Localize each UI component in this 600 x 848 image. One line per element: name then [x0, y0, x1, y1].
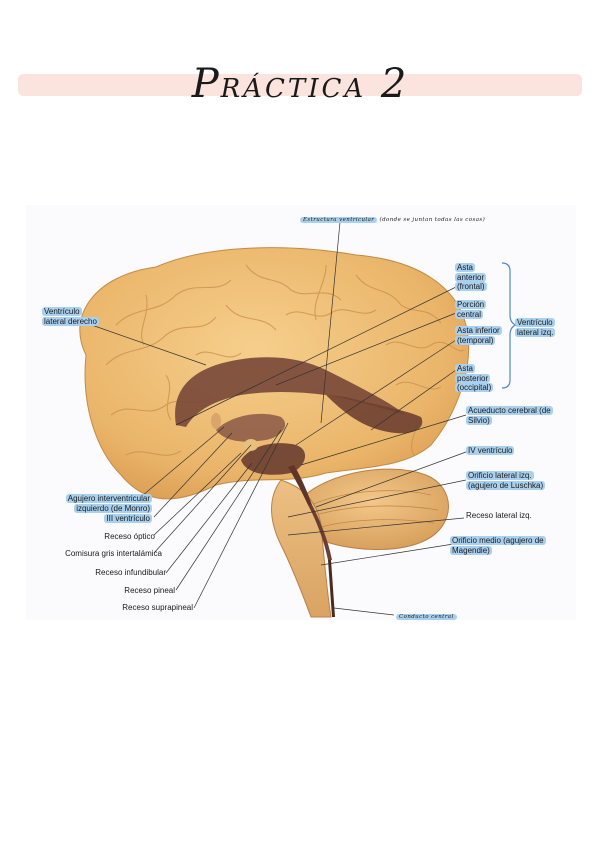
label-acueducto-cerebral: Acueducto cerebral (de Silvio)	[466, 406, 561, 425]
label-estructura-ventricular: Estructura ventricular (donde se juntan …	[300, 214, 485, 226]
label-orificio-medio: Orificio medio (agujero de Magendie)	[450, 536, 560, 555]
label-receso-optico: Receso óptico	[60, 532, 155, 542]
label-receso-infundibular: Receso infundibular	[60, 568, 166, 578]
label-asta-posterior: Asta posterior (occipital)	[455, 364, 501, 393]
label-receso-pineal: Receso pineal	[60, 586, 175, 596]
label-agujero-interventricular: Agujero interventricular izquierdo (de M…	[42, 494, 152, 513]
label-comisura-gris: Comisura gris intertalámica	[40, 549, 162, 559]
label-orificio-lateral: Orificio lateral izq. (agujero de Luschk…	[466, 471, 562, 490]
label-iv-ventriculo: IV ventrículo	[466, 446, 536, 456]
label-asta-inferior: Asta inferior (temporal)	[455, 326, 501, 345]
label-receso-lateral: Receso lateral izq.	[466, 511, 556, 521]
label-porcion-central: Porción central	[455, 300, 499, 319]
label-ventriculo-lateral-derecho: Ventrículo lateral derecho	[42, 307, 102, 326]
label-receso-suprapineal: Receso suprapineal	[60, 603, 193, 613]
label-iii-ventriculo: III ventrículo	[60, 514, 152, 524]
page-title: PRÁCTICA 2	[0, 54, 600, 119]
label-conducto-central: Conducto central	[396, 611, 457, 623]
label-ventriculo-lateral-izq: Ventrículo lateral izq.	[515, 318, 563, 337]
label-asta-anterior: Asta anterior (frontal)	[455, 263, 499, 292]
